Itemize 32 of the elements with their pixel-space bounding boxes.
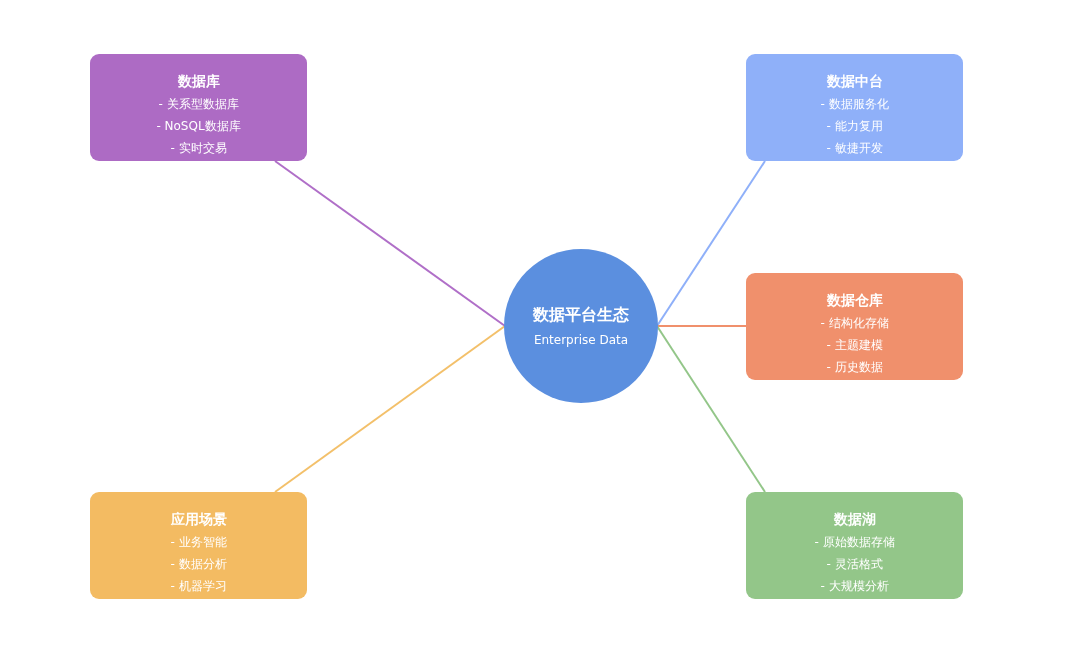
- connector-line: [656, 325, 766, 493]
- list-item: - 原始数据存储: [814, 534, 895, 551]
- topic-card: [746, 273, 963, 380]
- card-title: 数据平台生态: [533, 304, 629, 326]
- list-item: - NoSQL数据库: [156, 118, 241, 135]
- list-item: - 主题建模: [826, 337, 883, 354]
- list-item: - 历史数据: [826, 359, 883, 376]
- list-item: - 大规模分析: [820, 578, 889, 595]
- card-title: 数据库: [177, 72, 220, 91]
- list-item: - 数据服务化: [820, 96, 889, 113]
- list-item: - 能力复用: [826, 118, 883, 135]
- topic-card: [746, 54, 963, 161]
- connector-line: [656, 325, 747, 327]
- subtitle: Enterprise Data: [533, 332, 629, 348]
- list-item: - 结构化存储: [820, 315, 889, 332]
- list-item: - 机器学习: [170, 578, 227, 595]
- list-item: - 实时交易: [170, 140, 227, 157]
- list-item: - 关系型数据库: [158, 96, 239, 113]
- topic-card: [90, 492, 307, 599]
- list-item: - 数据分析: [170, 556, 227, 573]
- connector-line: [274, 160, 506, 327]
- topic-card: [90, 54, 307, 161]
- connector-line: [656, 160, 766, 327]
- connector-line: [274, 325, 506, 493]
- card-title: 数据仓库: [826, 291, 883, 310]
- list-item: - 敏捷开发: [826, 140, 883, 157]
- card-title: 应用场景: [170, 510, 227, 529]
- list-item: - 灵活格式: [826, 556, 883, 573]
- topic-card: [746, 492, 963, 599]
- list-item: - 业务智能: [170, 534, 227, 551]
- card-title: 数据湖: [833, 510, 876, 529]
- card-title: 数据中台: [826, 72, 883, 91]
